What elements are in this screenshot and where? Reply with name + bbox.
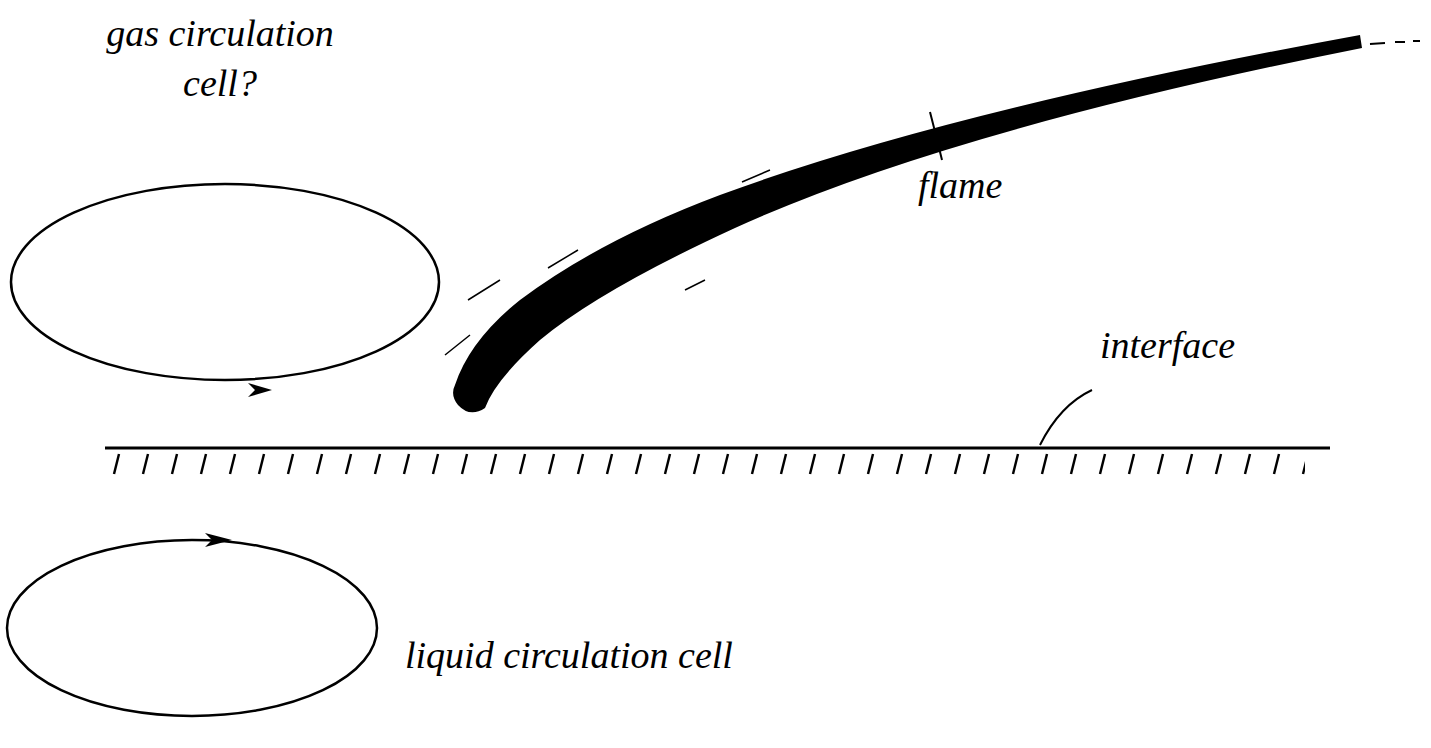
hatching	[105, 446, 1305, 476]
gas-cell-label: gas circulation cell?	[70, 8, 370, 108]
flow-arrow	[248, 383, 272, 397]
flame-shape	[453, 35, 1362, 412]
liquid-cell	[7, 540, 377, 716]
flame-strokes	[445, 170, 770, 355]
flow-arrow	[205, 533, 232, 547]
leader-line	[1040, 390, 1092, 445]
interface-label: interface	[1100, 320, 1320, 370]
flame-label: flame	[918, 160, 1078, 210]
gas-cell	[11, 184, 439, 380]
flame-dashes	[1370, 41, 1420, 44]
liquid-cell-label: liquid circulation cell	[405, 630, 865, 680]
leader-line	[930, 112, 942, 160]
